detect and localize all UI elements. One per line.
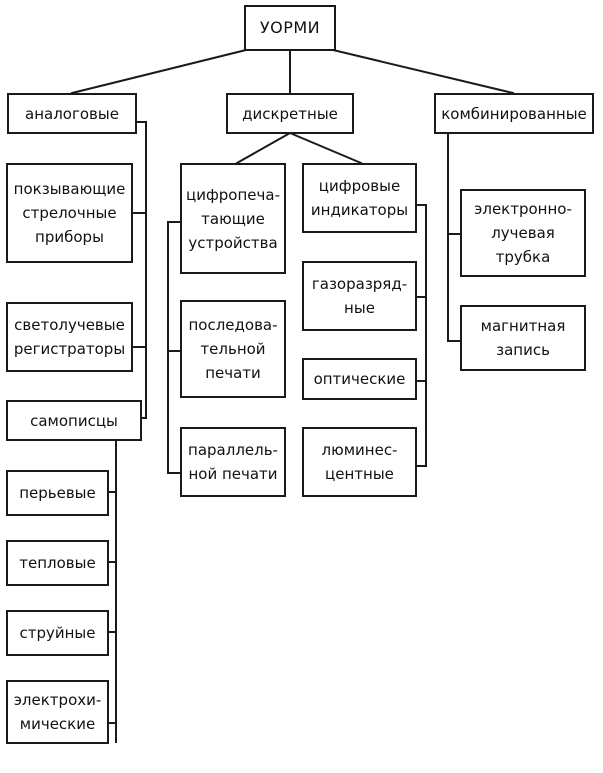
- node-serial-printing: последова- тельной печати: [180, 300, 286, 398]
- category-discrete: дискретные: [226, 93, 354, 134]
- node-luminescent: люминес- центные: [302, 427, 417, 497]
- node-pointer-instruments: покзывающие стрелочные приборы: [6, 163, 133, 263]
- node-electrochemical-recorders: электрохи- мические: [6, 680, 109, 744]
- node-crt: электронно- лучевая трубка: [460, 189, 586, 277]
- node-jet-recorders: струйные: [6, 610, 109, 656]
- node-light-beam-recorders: светолучевые регистраторы: [6, 302, 133, 372]
- node-parallel-printing: параллель- ной печати: [180, 427, 286, 497]
- node-pen-recorders: перьевые: [6, 470, 109, 516]
- root-node: УОРМИ: [244, 5, 336, 51]
- node-recorders: самописцы: [6, 400, 142, 441]
- category-combined: комбинированные: [434, 93, 594, 134]
- node-digital-indicators: цифровые индикаторы: [302, 163, 417, 233]
- node-digital-printing-devices: цифропеча- тающие устройства: [180, 163, 286, 274]
- node-thermal-recorders: тепловые: [6, 540, 109, 586]
- node-magnetic-recording: магнитная запись: [460, 305, 586, 371]
- node-optical: оптические: [302, 358, 417, 400]
- category-analog: аналоговые: [7, 93, 137, 134]
- node-gas-discharge: газоразряд- ные: [302, 261, 417, 331]
